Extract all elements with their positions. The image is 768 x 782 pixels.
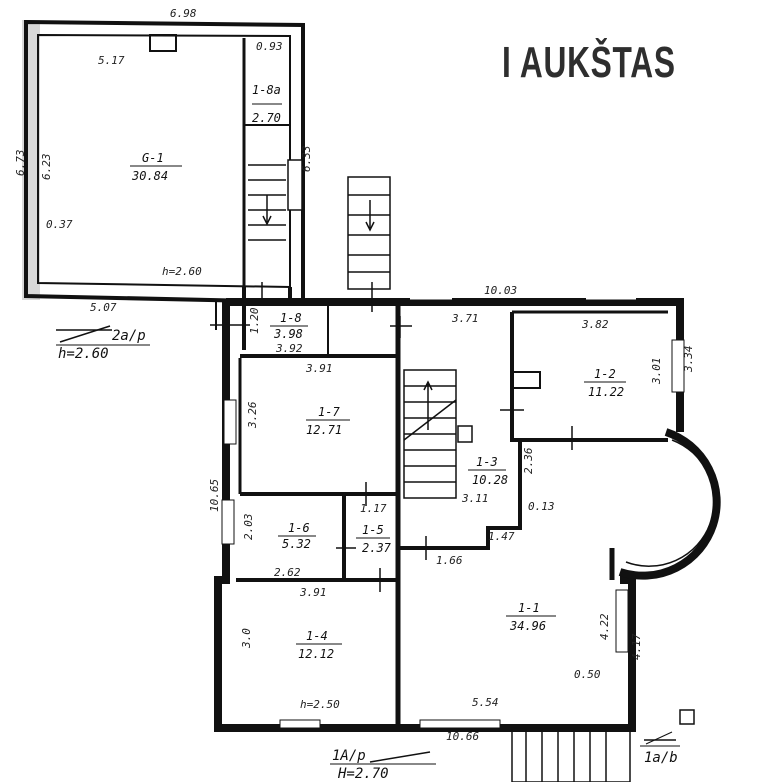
room-1-4: 1-4 12.12: [296, 629, 342, 661]
room-1-8a: 1-8a 2.70: [252, 83, 282, 125]
dimension-label: 3.0: [240, 628, 253, 649]
bottom-right-stamp: 1a/b: [644, 750, 678, 766]
room-1-2: 1-2 11.22: [584, 367, 626, 399]
dimension-label: 4.22: [598, 613, 611, 640]
dimension-label: 5.07: [90, 301, 117, 314]
dimension-label: 3.91: [299, 586, 327, 599]
dimension-label: 3.91: [305, 362, 333, 375]
dimension-label: 6.33: [300, 146, 313, 173]
dimension-label: 5.54: [472, 696, 499, 709]
room-1-7: 1-7 12.71: [306, 405, 350, 437]
dimension-label: 2.62: [274, 566, 301, 579]
dimension-label: 6.73: [14, 150, 27, 177]
dimension-label: 10.03: [484, 284, 517, 297]
dimension-label: 0.50: [574, 668, 601, 681]
room-area-label: 30.84: [131, 169, 168, 183]
garage-stamp: 2a/p: [112, 328, 146, 344]
dimension-label: 0.93: [256, 40, 283, 53]
room-area-label: 2.37: [362, 541, 392, 555]
room-1-3: 1-3 10.28: [468, 455, 508, 487]
room-id-label: 1-6: [288, 521, 310, 535]
room-1-1: 1-1 34.96: [506, 601, 556, 633]
dimension-label: 3.01: [650, 358, 663, 386]
main-stairs: [403, 369, 473, 499]
room-area-label: 12.12: [298, 647, 334, 661]
dimension-label: 0.37: [46, 218, 73, 231]
room-id-label: 1-2: [594, 367, 616, 381]
dimension-label: 10.65: [208, 479, 221, 512]
room-id-label: 1-8: [280, 311, 302, 325]
dimension-label: 6.98: [170, 7, 197, 20]
room-area-label: 5.32: [282, 537, 311, 551]
dimension-label: h=2.60: [162, 265, 202, 278]
room-id-label: 1-3: [476, 455, 498, 469]
bottom-height: H=2.70: [337, 766, 389, 782]
dimension-label: 10.66: [446, 730, 479, 743]
dimension-label: 3.92: [275, 342, 303, 355]
room-id-label: 1-4: [306, 629, 328, 643]
room-id-label: 1-7: [318, 405, 340, 419]
dimension-label: 6.23: [40, 154, 53, 181]
dimension-label: 1.20: [248, 307, 261, 334]
dimension-label: 2.03: [242, 514, 255, 541]
dimension-label: 3.26: [246, 401, 259, 429]
dimension-label: 1.66: [436, 554, 463, 567]
dimension-label: 3.82: [581, 318, 609, 331]
dimension-label: 4.17: [630, 633, 643, 660]
dimension-label: 3.34: [682, 346, 695, 374]
outdoor-stairs-top: [347, 176, 391, 290]
garage-stairs: [248, 164, 286, 241]
room-g-1: G-1 30.84: [130, 151, 182, 183]
dimension-label: 0.13: [528, 500, 555, 513]
dimension-label: h=2.50: [300, 698, 340, 711]
dimension-label: 3.71: [451, 312, 479, 325]
dimension-label: 3.11: [461, 492, 489, 505]
room-id-label: 1-1: [518, 601, 540, 615]
room-area-label: 11.22: [588, 385, 624, 399]
room-id-label: 1-5: [362, 523, 384, 537]
dimension-label: 1.47: [488, 530, 515, 543]
room-id-label: G-1: [142, 151, 164, 165]
room-id-label: 1-8a: [252, 83, 281, 97]
floor-title: I AUKŠTAS: [502, 38, 676, 87]
room-1-5: 1-5 2.37: [356, 523, 392, 555]
dimension-label: 1.17: [360, 502, 387, 515]
door-marks: [261, 282, 573, 592]
house-outer-walls: [214, 296, 685, 732]
interior-walls: [236, 302, 668, 728]
room-area-label: 34.96: [509, 619, 546, 633]
garage-height: h=2.60: [58, 346, 109, 362]
entry-stairs-bottom: [511, 709, 695, 782]
handwritten-notes: 2a/p h=2.60 1A/p H=2.70 1a/b: [56, 325, 680, 782]
room-area-label: 12.71: [306, 423, 342, 437]
dimension-labels: 6.98 5.17 0.93 6.73 6.23 6.33 0.37 5.07 …: [14, 7, 695, 743]
room-area-label: 10.28: [472, 473, 508, 487]
room-area-label: 2.70: [252, 111, 281, 125]
garage-walls: [24, 19, 305, 305]
bay-window: [618, 428, 721, 580]
bottom-stamp: 1A/p: [332, 748, 366, 764]
room-area-label: 3.98: [273, 327, 303, 341]
dimension-label: 2.36: [522, 447, 535, 474]
room-1-8: 1-8 3.98: [270, 311, 308, 341]
dimension-label: 5.17: [98, 54, 125, 67]
room-1-6: 1-6 5.32: [278, 521, 316, 551]
